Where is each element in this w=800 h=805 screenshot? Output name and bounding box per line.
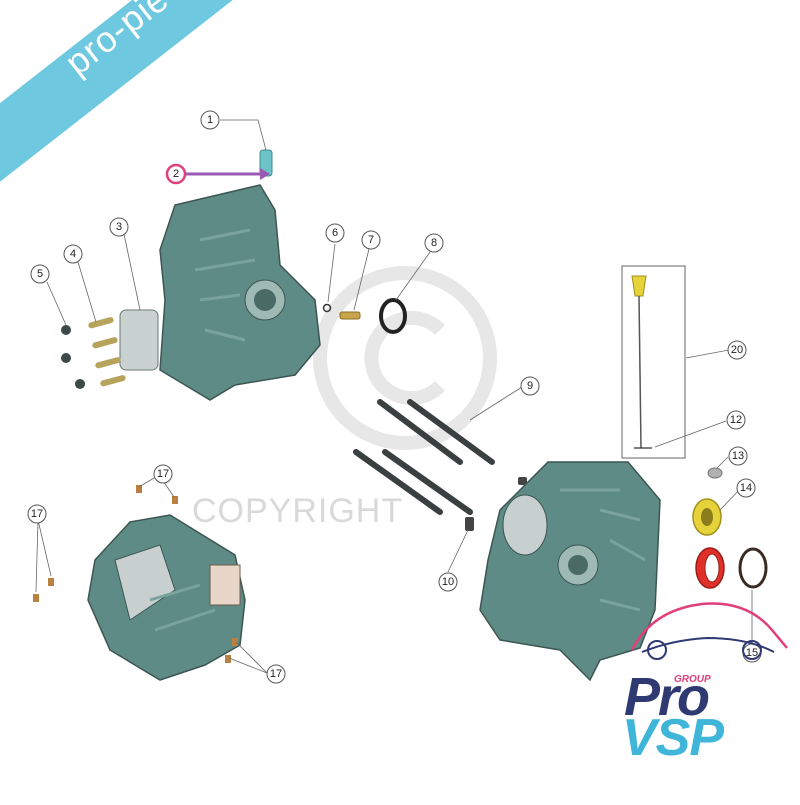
svg-text:20: 20 (731, 344, 743, 356)
callout-10: 10 (438, 572, 458, 592)
copyright-circle-watermark (313, 266, 497, 450)
svg-text:1: 1 (207, 114, 213, 126)
callout-14: 14 (736, 478, 756, 498)
svg-text:6: 6 (332, 227, 338, 239)
part-7-bolt (339, 311, 361, 320)
svg-text:14: 14 (740, 482, 752, 494)
leader-lines (35, 119, 753, 674)
svg-text:4: 4 (70, 248, 76, 260)
car-outline-icon (630, 602, 788, 660)
svg-text:10: 10 (442, 576, 454, 588)
callout-17-bottom: 17 (266, 664, 286, 684)
svg-text:9: 9 (527, 380, 533, 392)
svg-text:17: 17 (270, 668, 282, 680)
dowels-17 (33, 485, 238, 663)
callout-2: 2 (165, 163, 187, 185)
callout-4: 4 (63, 244, 83, 264)
copyright-watermark: COPYRIGHT (192, 492, 404, 530)
part-9-studs (353, 399, 495, 515)
part-6-washer (322, 303, 332, 313)
part-2-highlight-arrow (186, 168, 270, 180)
callout-20: 20 (727, 340, 747, 360)
callout-17-left: 17 (27, 504, 47, 524)
svg-text:15: 15 (746, 647, 758, 659)
bolts-group-left (61, 317, 126, 389)
housing-lower-left (87, 514, 246, 681)
callout-6: 6 (325, 223, 345, 243)
part-10-pin (465, 517, 474, 531)
callout-13: 13 (728, 446, 748, 466)
svg-text:17: 17 (31, 508, 43, 520)
svg-text:13: 13 (732, 450, 744, 462)
housing-upper-left (119, 184, 321, 401)
pin-9-small (518, 477, 527, 485)
svg-text:3: 3 (116, 221, 122, 233)
part-8-seal-ring (379, 298, 407, 334)
logo-pro-text: Pro (624, 667, 710, 727)
callout-8: 8 (424, 233, 444, 253)
part-14-bearing (692, 498, 722, 536)
part-20-dipstick-box (621, 265, 686, 459)
svg-text:7: 7 (368, 234, 374, 246)
callout-5: 5 (30, 264, 50, 284)
svg-text:8: 8 (431, 237, 437, 249)
svg-text:5: 5 (37, 268, 43, 280)
svg-text:2: 2 (173, 168, 179, 180)
callout-12: 12 (726, 410, 746, 430)
logo-vsp-text: VSP (622, 709, 724, 767)
provsp-logo: GROUP Pro VSP (612, 590, 792, 770)
callout-7: 7 (361, 230, 381, 250)
callout-17-top: 17 (153, 464, 173, 484)
part-15-seal (695, 547, 768, 589)
svg-text:17: 17 (157, 468, 169, 480)
logo-group-label: GROUP (674, 674, 711, 685)
callout-3: 3 (109, 217, 129, 237)
callout-1: 1 (200, 110, 220, 130)
housing-right (479, 461, 661, 682)
callout-9: 9 (520, 376, 540, 396)
svg-text:12: 12 (730, 414, 742, 426)
part-13-plug (707, 467, 723, 479)
